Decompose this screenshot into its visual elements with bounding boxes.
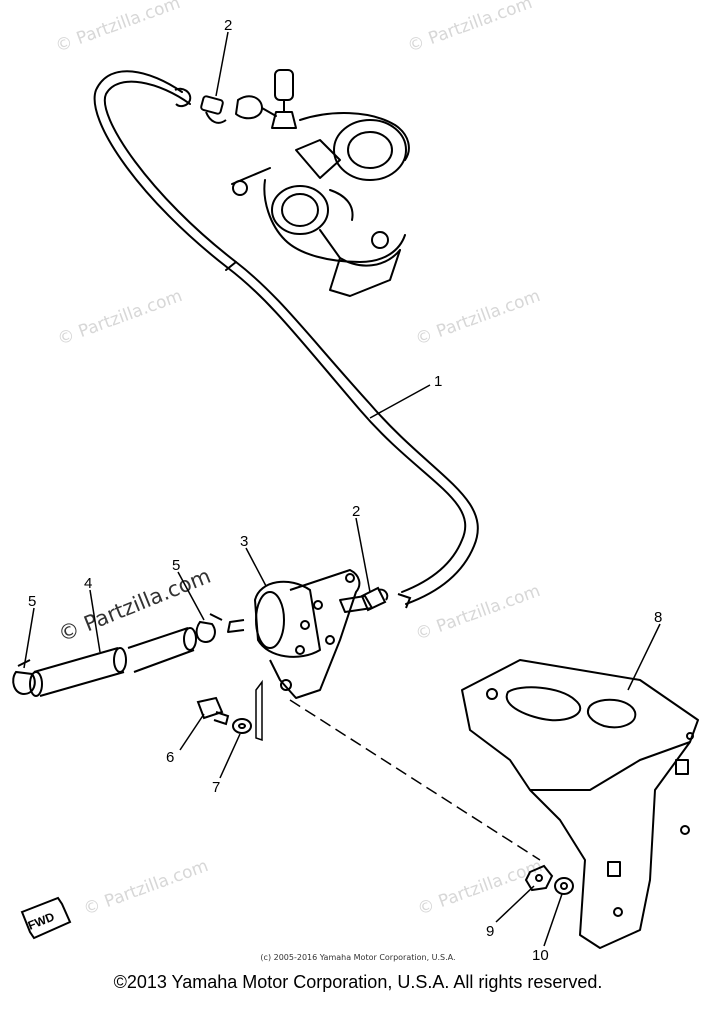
watermark: © Partzilla.com [53,0,183,57]
mounting-line [289,699,541,861]
callout-leaders [23,31,661,947]
callout-10: 10 [532,947,549,964]
vacuum-hose [93,70,479,605]
bracket [461,659,699,949]
watermark-layer: © Partzilla.com © Partzilla.com © Partzi… [53,0,545,920]
mount-tab [255,679,263,742]
watermark: © Partzilla.com [415,856,545,920]
callout-1: 1 [434,373,442,390]
callout-5-left: 5 [28,593,36,610]
watermark: © Partzilla.com [55,286,185,350]
callout-4: 4 [84,575,92,592]
fuel-hose [29,627,197,697]
watermark: © Partzilla.com [81,856,211,920]
bolt [196,696,230,726]
fuel-pump [227,569,373,699]
carburetor [231,69,410,297]
callout-2-mid: 2 [352,503,360,520]
callout-7: 7 [212,779,220,796]
hose-clip-top [174,87,227,124]
washer [232,718,252,734]
callout-8: 8 [654,609,662,626]
hose-clip-mid-left [195,613,223,644]
lock-washer [554,877,574,895]
leader-1 [369,384,431,419]
callout-9: 9 [486,923,494,940]
footer-copyright: ©2013 Yamaha Motor Corporation, U.S.A. A… [113,972,603,992]
callout-2-top: 2 [224,17,232,34]
callout-6: 6 [166,749,174,766]
inner-copyright: (c) 2005-2016 Yamaha Motor Corporation, … [260,953,456,962]
hose-clip-mid [360,586,412,612]
nut [524,864,554,892]
forward-arrow-icon: FWD [20,896,72,940]
hose-clip-left [12,659,36,696]
callout-3: 3 [240,533,248,550]
watermark: © Partzilla.com [405,0,535,57]
callout-5-mid: 5 [172,557,180,574]
watermark-strong: © Partzilla.com [55,564,214,647]
watermark: © Partzilla.com [413,581,543,645]
watermark: © Partzilla.com [413,286,543,350]
